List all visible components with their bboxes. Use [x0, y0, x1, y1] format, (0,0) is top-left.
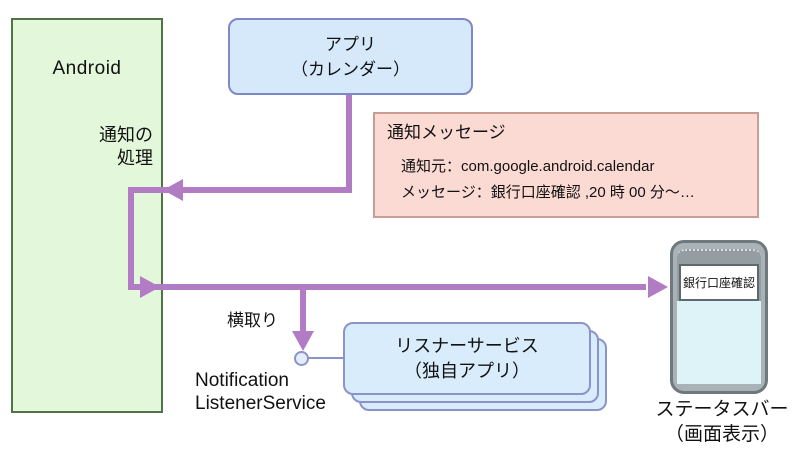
connector-line [308, 357, 344, 359]
notification-process-line1: 通知の [99, 125, 153, 145]
arrow-android-vertical-segment [128, 187, 134, 290]
arrow-bottom-horizontal-segment [128, 284, 646, 290]
statusbar-caption-line1: ステータスバー [655, 399, 789, 420]
smartphone-graphic: 銀行口座確認 [670, 240, 768, 394]
notification-process-label: 通知の 処理 [99, 124, 153, 170]
statusbar-caption-line2: （画面表示） [664, 424, 779, 445]
nls-label-line1: Notification [195, 370, 289, 391]
phone-notification-badge: 銀行口座確認 [679, 264, 759, 301]
listener-service-box: リスナーサービス （独自アプリ） [343, 322, 591, 395]
arrow-intercept-branch-segment [300, 284, 306, 332]
app-label-line1: アプリ [325, 34, 376, 54]
arrow-top-horizontal-segment [128, 187, 352, 193]
arrowhead-out-of-android-icon [140, 276, 160, 298]
android-title: Android [52, 58, 122, 79]
arrowhead-to-statusbar-icon [648, 276, 668, 298]
app-label-line2: （カレンダー） [291, 59, 410, 79]
notification-listener-service-label: Notification ListenerService [195, 369, 326, 415]
listener-label-line2: （独自アプリ） [404, 360, 530, 381]
nls-label-line2: ListenerService [195, 393, 326, 414]
android-system-box: Android 通知の 処理 [11, 18, 163, 413]
statusbar-caption: ステータスバー （画面表示） [632, 397, 800, 447]
notification-message-box: 通知メッセージ 通知元：com.google.android.calendar … [373, 112, 759, 218]
notification-source-line: 通知元：com.google.android.calendar [401, 158, 655, 175]
listener-label-line1: リスナーサービス [395, 335, 539, 356]
arrow-app-drop-segment [346, 95, 352, 193]
phone-screen-area [677, 301, 761, 384]
notification-message-line: メッセージ：銀行口座確認 ,20 時 00 分～… [401, 184, 695, 201]
intercept-label: 横取り [227, 311, 278, 330]
notification-message-title: 通知メッセージ [387, 123, 506, 142]
arrowhead-into-android-icon [163, 179, 183, 201]
arrowhead-to-listener-icon [292, 331, 314, 351]
notification-process-line2: 処理 [117, 148, 153, 168]
app-calendar-box: アプリ （カレンダー） [228, 18, 473, 95]
connector-circle-icon [294, 351, 309, 366]
